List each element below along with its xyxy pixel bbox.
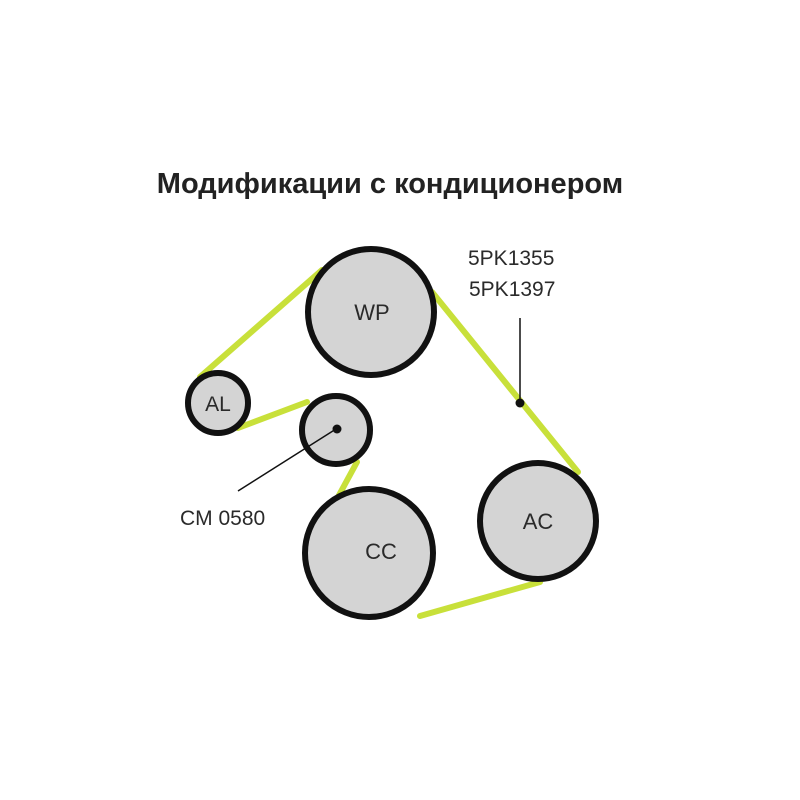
pulley-al-label: AL [205,393,231,416]
pulley-wp-label: WP [354,300,389,325]
belt [197,267,581,619]
tensioner-label: CM 0580 [180,507,265,530]
belt-leader-dot [515,398,525,408]
belt-segment-idler-cc [335,459,360,500]
belt-label-1: 5PK1355 [468,247,554,270]
tensioner-center-dot [332,424,342,434]
belt-segment-cc-ac [417,579,543,619]
pulley-ac-label: AC [523,509,554,534]
pulley-wp [305,246,437,378]
belt-label-2: 5PK1397 [469,278,555,301]
belt-segment-ac-wp [429,289,581,475]
diagram-title: Модификации с кондиционером [156,168,624,200]
pulley-al [185,370,251,436]
pulley-ac [477,460,599,582]
pulley-cc-label: CC [365,539,397,564]
belt-segment-al-idler [235,399,310,431]
belt-segment-wp-al [197,267,325,380]
tensioner-leader-line [237,428,337,492]
pulley-cc [302,486,436,620]
